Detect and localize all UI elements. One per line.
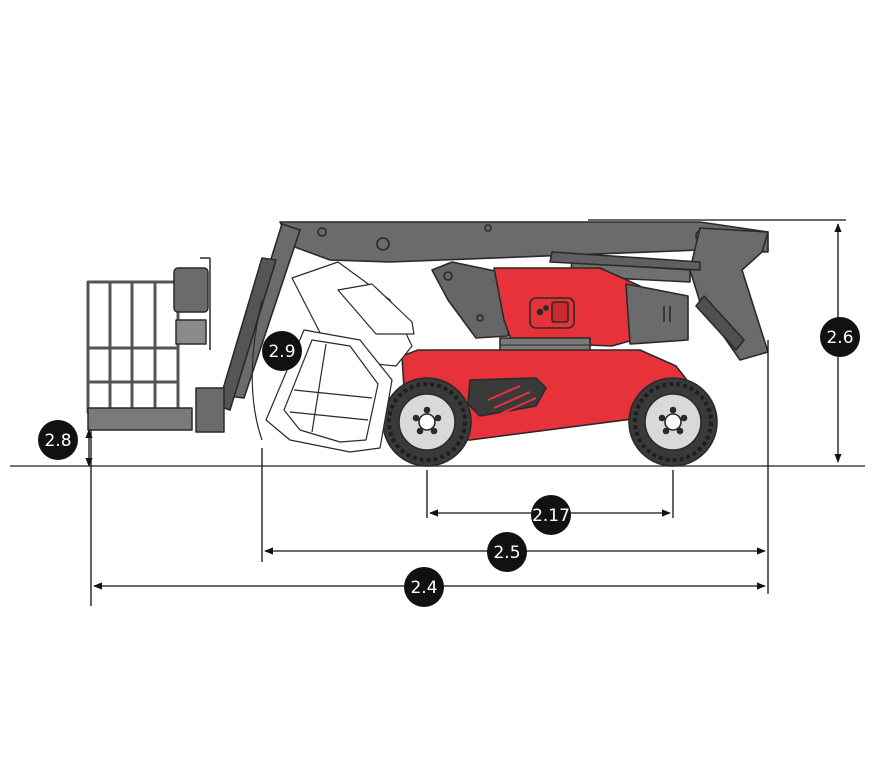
dimension-badge-tailswing: 2.9: [262, 331, 302, 371]
dimension-badge-platform-height: 2.8: [38, 420, 78, 460]
badge-label: 2.9: [268, 342, 295, 362]
rear-wheel: [628, 377, 718, 467]
machine-drawing: [86, 221, 769, 467]
basket: [86, 257, 225, 433]
dimension-badge-wheelbase: 2.17: [531, 495, 571, 535]
dimension-badge-length: 2.5: [487, 532, 527, 572]
badge-label: 2.6: [826, 328, 853, 348]
dimension-badge-stowed-height: 2.6: [820, 317, 860, 357]
badge-label: 2.8: [44, 431, 71, 451]
badge-label: 2.5: [493, 543, 520, 563]
front-wheel: [382, 377, 472, 467]
dimension-badge-overall-length: 2.4: [404, 567, 444, 607]
badge-label: 2.17: [532, 506, 570, 526]
badge-label: 2.4: [410, 578, 437, 598]
